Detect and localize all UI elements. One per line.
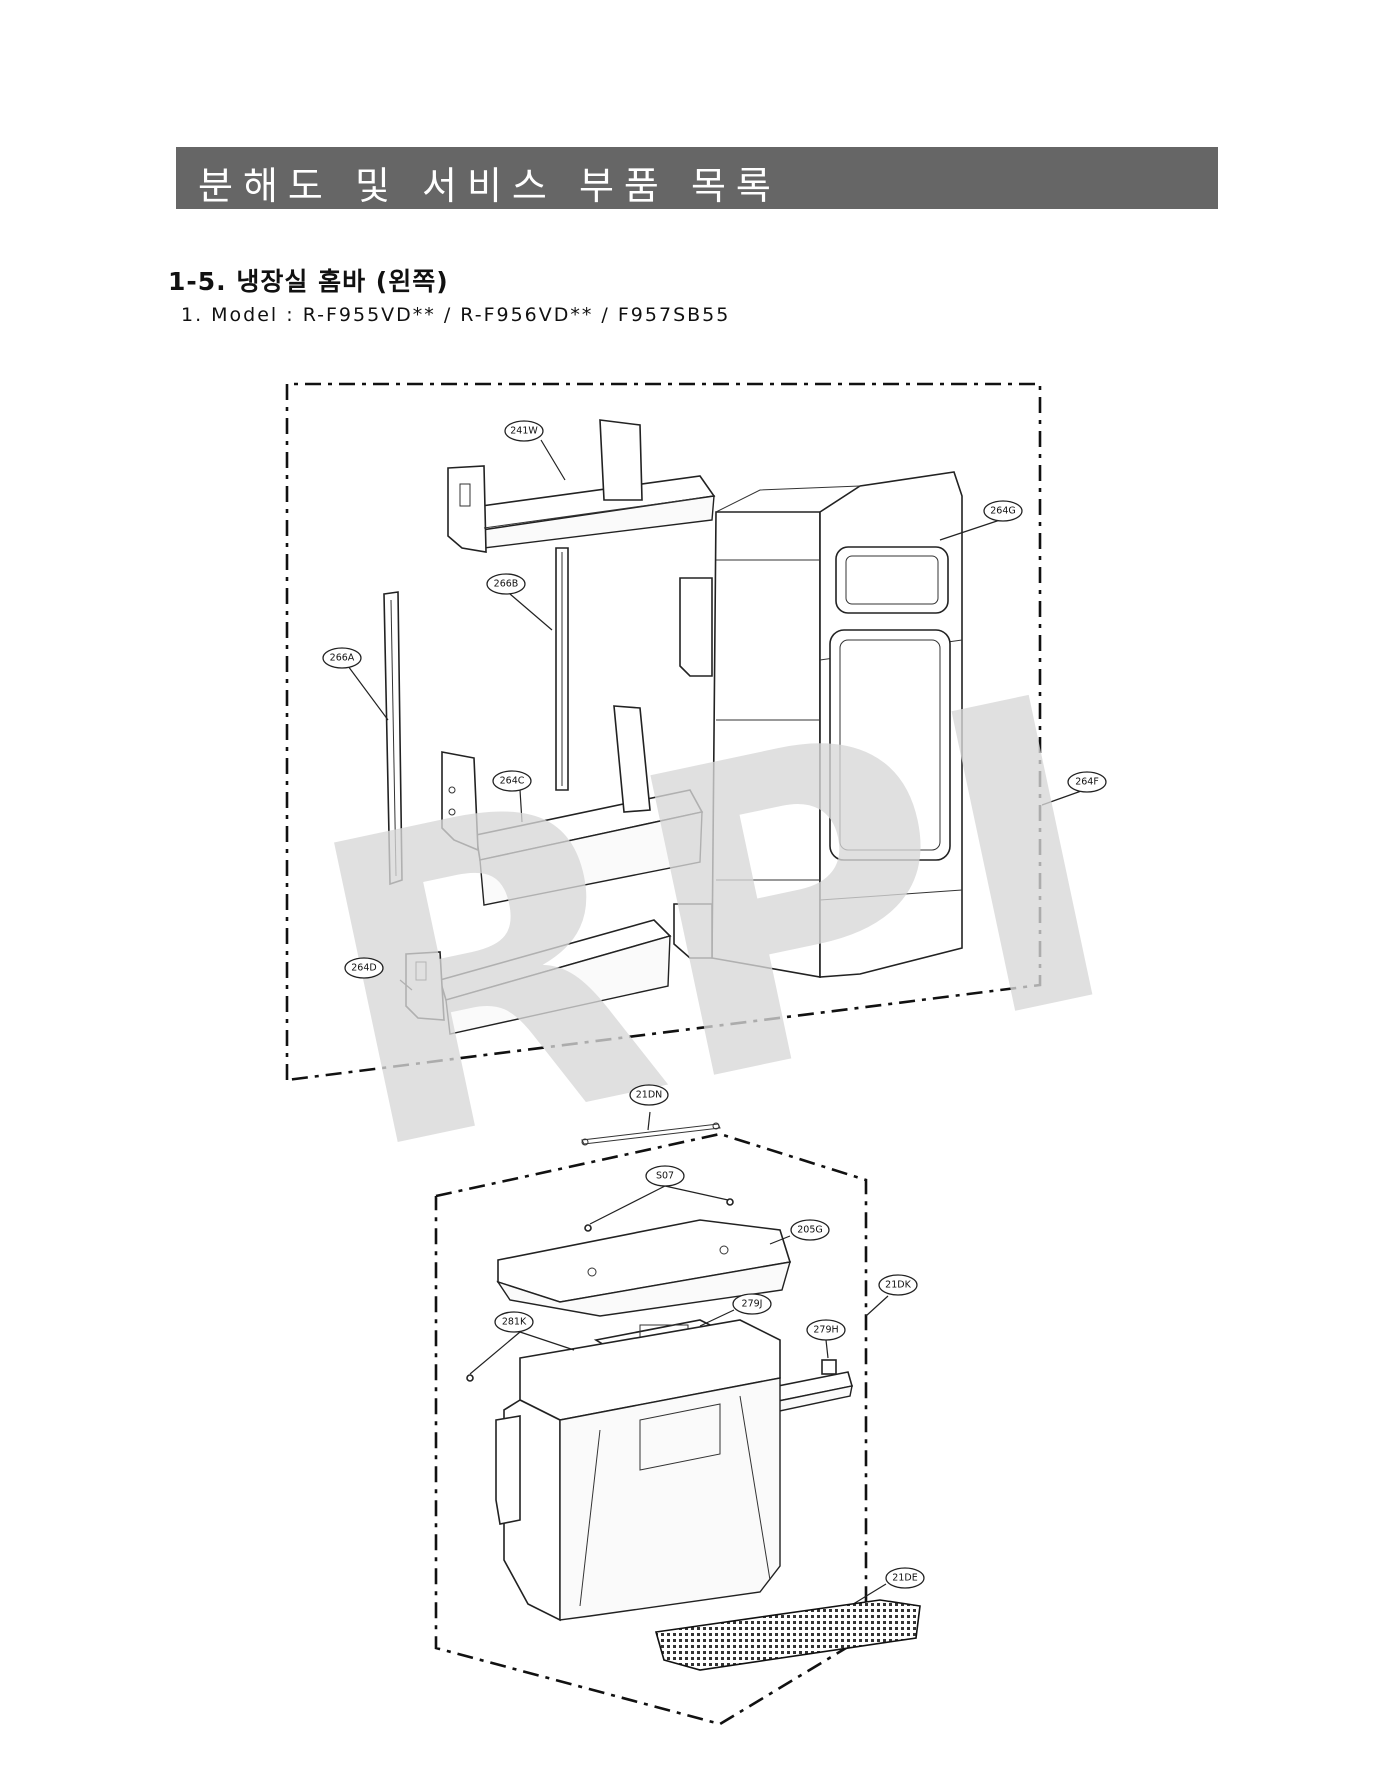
callout-264F: 264F <box>1067 771 1107 793</box>
part-21DK-housing <box>495 1319 781 1622</box>
rpi-watermark: RPI <box>279 606 1151 1248</box>
section-title: 1-5. 냉장실 홈바 (왼쪽) <box>168 267 449 296</box>
svg-text:21DN: 21DN <box>636 1090 663 1101</box>
callout-264G: 264G <box>983 500 1023 522</box>
upper-leader-lines <box>347 439 1085 991</box>
callout-279J: 279J <box>732 1293 772 1315</box>
svg-text:279H: 279H <box>813 1325 838 1336</box>
svg-text:264F: 264F <box>1075 777 1099 788</box>
svg-text:S07: S07 <box>656 1171 674 1182</box>
part-241W-upper-basket <box>447 419 716 553</box>
svg-text:279J: 279J <box>742 1299 763 1310</box>
callout-21DE: 21DE <box>885 1567 925 1589</box>
svg-text:266A: 266A <box>330 653 355 664</box>
part-266A-rail <box>383 591 403 886</box>
callout-279H: 279H <box>806 1319 846 1341</box>
callout-266B: 266B <box>486 573 526 595</box>
part-21DE-mesh-filter <box>654 1599 921 1671</box>
callout-266A: 266A <box>322 647 362 669</box>
callout-21DK: 21DK <box>878 1274 918 1296</box>
part-21DN-strip <box>581 1122 721 1146</box>
part-S07-screws <box>584 1185 734 1232</box>
svg-text:21DE: 21DE <box>892 1573 917 1584</box>
svg-text:205G: 205G <box>797 1225 823 1236</box>
callout-281K: 281K <box>494 1311 534 1333</box>
part-264C-middle-basket <box>441 705 704 906</box>
part-264F-front-cover <box>673 471 963 978</box>
part-205G-top-plate <box>496 1219 792 1317</box>
callout-21DN: 21DN <box>629 1084 669 1106</box>
callout-264D: 264D <box>344 957 384 979</box>
svg-text:264C: 264C <box>500 776 525 787</box>
upper-assembly-boundary <box>285 382 1042 1082</box>
callout-205G: 205G <box>790 1219 830 1241</box>
part-266B-rail <box>555 547 569 791</box>
callout-241W: 241W <box>504 420 544 442</box>
svg-text:264G: 264G <box>990 506 1016 517</box>
svg-text:264D: 264D <box>351 963 376 974</box>
header-title-bar: 분해도 및 서비스 부품 목록 <box>176 147 1218 209</box>
svg-text:266B: 266B <box>494 579 519 590</box>
lower-leader-lines <box>469 1111 889 1607</box>
part-264D-lower-basket <box>405 919 672 1035</box>
model-line: 1. Model : R-F955VD** / R-F956VD** / F95… <box>181 304 731 326</box>
svg-text:21DK: 21DK <box>885 1280 911 1291</box>
callout-264C: 264C <box>492 770 532 792</box>
page-title: 분해도 및 서비스 부품 목록 <box>198 164 781 208</box>
callout-S07: S07 <box>645 1165 685 1187</box>
svg-text:241W: 241W <box>510 426 538 437</box>
svg-text:281K: 281K <box>502 1317 527 1328</box>
svg-text:RPI: RPI <box>279 606 1151 1248</box>
